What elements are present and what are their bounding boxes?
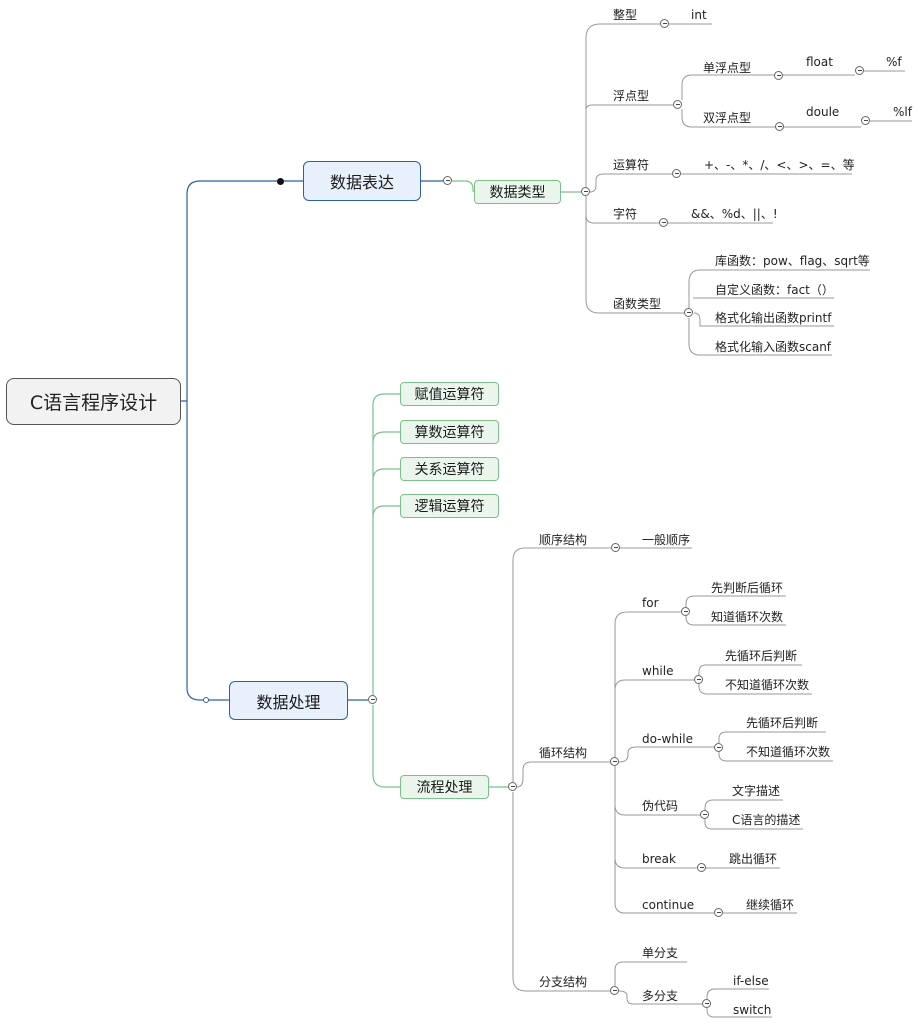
node-single-float[interactable]: 单浮点型 xyxy=(703,61,752,75)
node-scanf[interactable]: 格式化输入函数scanf xyxy=(715,340,832,354)
collapse-toggle[interactable] xyxy=(368,695,377,704)
collapse-toggle[interactable] xyxy=(714,743,723,752)
node-for-detail[interactable]: 知道循环次数 xyxy=(711,610,784,624)
node-break-detail[interactable]: 跳出循环 xyxy=(729,852,778,866)
collapse-toggle[interactable] xyxy=(861,116,870,125)
node-characters[interactable]: 字符 xyxy=(613,207,638,221)
collapse-toggle[interactable] xyxy=(774,71,783,80)
node-data-processing[interactable]: 数据处理 xyxy=(229,681,348,720)
collapse-toggle[interactable] xyxy=(610,757,619,766)
node-data-expression[interactable]: 数据表达 xyxy=(303,161,421,201)
collapse-toggle[interactable] xyxy=(684,308,693,317)
node-logical-operator[interactable]: 逻辑运算符 xyxy=(400,494,499,518)
root-node[interactable]: C语言程序设计 xyxy=(6,378,181,425)
node-double-format[interactable]: %lf xyxy=(893,105,912,119)
collapse-toggle[interactable] xyxy=(714,908,723,917)
collapse-toggle[interactable] xyxy=(508,782,517,791)
node-pseudocode[interactable]: 伪代码 xyxy=(642,799,679,813)
node-while-detail[interactable]: 不知道循环次数 xyxy=(725,678,810,692)
collapse-toggle[interactable] xyxy=(697,863,706,872)
collapse-toggle[interactable] xyxy=(660,19,669,28)
node-general-sequence[interactable]: 一般顺序 xyxy=(642,533,691,547)
node-do-while-detail[interactable]: 先循环后判断 xyxy=(746,716,819,730)
collapse-toggle[interactable] xyxy=(443,176,452,185)
node-while-detail[interactable]: 先循环后判断 xyxy=(725,649,798,663)
node-multi-branch[interactable]: 多分支 xyxy=(642,989,679,1003)
node-single-branch[interactable]: 单分支 xyxy=(642,946,679,960)
node-marker-dot xyxy=(277,178,284,185)
node-marker-dot xyxy=(203,697,209,703)
collapse-toggle[interactable] xyxy=(700,810,709,819)
node-assignment-operator[interactable]: 赋值运算符 xyxy=(400,382,499,406)
node-if-else[interactable]: if-else xyxy=(733,974,769,988)
node-flow-processing[interactable]: 流程处理 xyxy=(400,775,489,799)
collapse-toggle[interactable] xyxy=(672,169,681,178)
node-pseudocode-detail[interactable]: 文字描述 xyxy=(732,784,781,798)
node-arithmetic-operator[interactable]: 算数运算符 xyxy=(400,420,499,444)
node-sequence-structure[interactable]: 顺序结构 xyxy=(539,533,588,547)
node-float[interactable]: float xyxy=(806,55,833,69)
collapse-toggle[interactable] xyxy=(581,187,590,196)
node-loop-continue[interactable]: continue xyxy=(642,898,695,912)
node-double-float[interactable]: 双浮点型 xyxy=(703,111,752,125)
node-switch[interactable]: switch xyxy=(733,1003,772,1017)
collapse-toggle[interactable] xyxy=(694,675,703,684)
node-continue-detail[interactable]: 继续循环 xyxy=(746,898,795,912)
collapse-toggle[interactable] xyxy=(702,999,711,1008)
node-float-type[interactable]: 浮点型 xyxy=(613,89,650,103)
node-double[interactable]: doule xyxy=(806,105,840,119)
collapse-toggle[interactable] xyxy=(611,543,620,552)
node-float-format[interactable]: %f xyxy=(886,55,902,69)
node-data-types[interactable]: 数据类型 xyxy=(474,180,561,204)
node-do-while-detail[interactable]: 不知道循环次数 xyxy=(746,745,831,759)
node-integer-type[interactable]: 整型 xyxy=(613,8,638,22)
node-library-functions[interactable]: 库函数：pow、flag、sqrt等 xyxy=(715,254,870,268)
collapse-toggle[interactable] xyxy=(673,100,682,109)
node-character-list[interactable]: &&、%d、||、! xyxy=(691,207,778,221)
node-loop-structure[interactable]: 循环结构 xyxy=(539,746,588,760)
node-relational-operator[interactable]: 关系运算符 xyxy=(400,457,499,481)
collapse-toggle[interactable] xyxy=(659,218,668,227)
node-int[interactable]: int xyxy=(691,8,707,22)
node-loop-while[interactable]: while xyxy=(642,664,674,678)
node-branch-structure[interactable]: 分支结构 xyxy=(539,975,588,989)
collapse-toggle[interactable] xyxy=(610,986,619,995)
node-for-detail[interactable]: 先判断后循环 xyxy=(711,581,784,595)
node-printf[interactable]: 格式化输出函数printf xyxy=(715,311,832,325)
node-loop-for[interactable]: for xyxy=(642,596,659,610)
node-loop-break[interactable]: break xyxy=(642,852,676,866)
node-loop-do-while[interactable]: do-while xyxy=(642,732,693,746)
node-custom-functions[interactable]: 自定义函数：fact（） xyxy=(715,283,834,297)
collapse-toggle[interactable] xyxy=(855,66,864,75)
node-function-types[interactable]: 函数类型 xyxy=(613,297,662,311)
node-pseudocode-detail[interactable]: C语言的描述 xyxy=(732,813,801,827)
node-operators[interactable]: 运算符 xyxy=(613,158,650,172)
collapse-toggle[interactable] xyxy=(681,607,690,616)
collapse-toggle[interactable] xyxy=(775,122,784,131)
node-operator-list[interactable]: +、-、*、/、<、>、=、等 xyxy=(704,158,855,172)
